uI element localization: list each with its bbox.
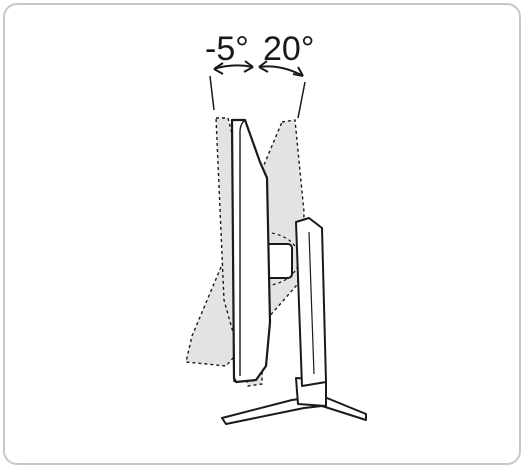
monitor-panel-body xyxy=(230,118,272,384)
monitor-panel-front-edge xyxy=(231,119,235,383)
tilt-backward-arrowhead-left xyxy=(258,60,269,73)
tilt-forward-arrowhead-left xyxy=(213,62,224,75)
tilt-forward-label: -5° xyxy=(205,30,249,68)
stand-neck-edge xyxy=(308,231,315,375)
tilt-forward-arrowhead-right xyxy=(243,60,254,73)
forward-extension-line xyxy=(209,75,215,111)
tilt-arc-arrows xyxy=(213,60,304,77)
monitor-stand-neck xyxy=(295,217,327,387)
tilt-backward-arc xyxy=(258,65,304,77)
backward-extension-line xyxy=(297,81,306,119)
tilt-backward-arrowhead-right xyxy=(292,66,304,77)
monitor-panel-bezel-line xyxy=(239,119,246,376)
stand-base-foot xyxy=(221,395,367,425)
monitor-panel xyxy=(230,118,272,384)
tilt-backward-label: 20° xyxy=(263,30,314,68)
monitor-stand-base xyxy=(221,377,367,425)
angle-extension-lines xyxy=(209,75,306,119)
tilt-forward-arc xyxy=(213,64,254,70)
